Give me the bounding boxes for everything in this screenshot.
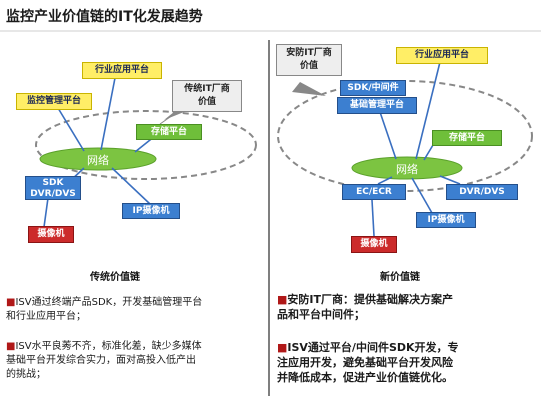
left-camera-box: 摄像机 (28, 226, 74, 243)
right-chain-title: 新价值链 (380, 272, 420, 283)
right-network-label: 网络 (396, 163, 418, 176)
right-bullet-2-line1: ISV通过平台/中间件SDK开发，专 (287, 341, 459, 354)
left-bullet-1-line1: ISV通过终端产品SDK，开发基础管理平台 (15, 297, 203, 308)
right-ip-camera-box: IP摄像机 (416, 212, 476, 228)
right-bullet-1-mark: ■ (277, 293, 288, 306)
right-base-mgmt-box: 基础管理平台 (337, 97, 417, 114)
right-bullet-1-line1: 安防IT厂商：提供基础解决方案产 (287, 293, 454, 306)
left-bullet-2: ■ISV水平良莠不齐，标准化差，缺少多媒体 基础平台开发综合实力，面对高投入低产… (6, 340, 264, 382)
right-bullet-2: ■ISV通过平台/中间件SDK开发，专 注应用开发，避免基础平台开发风险 并降低… (277, 340, 537, 385)
left-bullet-1-line2: 和行业应用平台； (6, 311, 86, 322)
left-bullet-2-mark: ■ (6, 341, 16, 352)
left-network-ellipse (39, 147, 157, 171)
right-bullet-2-mark: ■ (277, 341, 288, 354)
left-network-label: 网络 (87, 154, 109, 167)
right-bullet-2-line2: 注应用开发，避免基础平台开发风险 (277, 356, 453, 369)
left-traditional-it-callout: 传统IT厂商 价值 (172, 80, 242, 112)
left-sdk-dvr-box: SDK DVR/DVS (25, 176, 81, 200)
right-storage-box: 存储平台 (432, 130, 502, 146)
page-title: 监控产业价值链的IT化发展趋势 (6, 9, 203, 25)
right-security-it-line1: 安防IT厂商 (286, 48, 332, 58)
right-dvr-box: DVR/DVS (446, 184, 518, 200)
left-bullet-2-line1: ISV水平良莠不齐，标准化差，缺少多媒体 (15, 341, 202, 352)
left-sdk-label: SDK (42, 178, 64, 188)
left-ecosystem-ellipse (35, 110, 257, 180)
right-sdk-middleware-box: SDK/中间件 (340, 80, 406, 96)
right-camera-box: 摄像机 (351, 236, 397, 253)
right-security-it-callout: 安防IT厂商 价值 (276, 44, 342, 76)
right-bullet-1: ■安防IT厂商：提供基础解决方案产 品和平台中间件； (277, 292, 537, 322)
right-bullet-2-line3: 并降低成本，促进产业价值链优化。 (277, 371, 453, 384)
right-ec-ecr-box: EC/ECR (342, 184, 406, 200)
right-security-it-line2: 价值 (299, 61, 318, 71)
left-bullet-1-mark: ■ (6, 297, 16, 308)
left-bullet-2-line3: 的挑战； (6, 369, 46, 380)
left-traditional-it-line2: 价值 (197, 97, 216, 107)
right-bullet-1-line2: 品和平台中间件； (277, 308, 365, 321)
left-industry-app-box: 行业应用平台 (82, 62, 162, 79)
left-storage-box: 存储平台 (136, 124, 202, 140)
left-bullet-2-line2: 基础平台开发综合实力，面对高投入低产出 (6, 355, 196, 366)
left-chain-title: 传统价值链 (90, 272, 140, 283)
left-monitor-mgmt-box: 监控管理平台 (16, 93, 92, 110)
right-callout-pointer (292, 82, 326, 96)
right-network-ellipse (351, 156, 463, 180)
right-industry-app-box: 行业应用平台 (396, 47, 488, 64)
left-bullet-1: ■ISV通过终端产品SDK，开发基础管理平台 和行业应用平台； (6, 296, 264, 324)
left-traditional-it-line1: 传统IT厂商 (184, 84, 230, 94)
left-ip-camera-box: IP摄像机 (122, 203, 180, 219)
left-dvr-label: DVR/DVS (30, 189, 76, 199)
